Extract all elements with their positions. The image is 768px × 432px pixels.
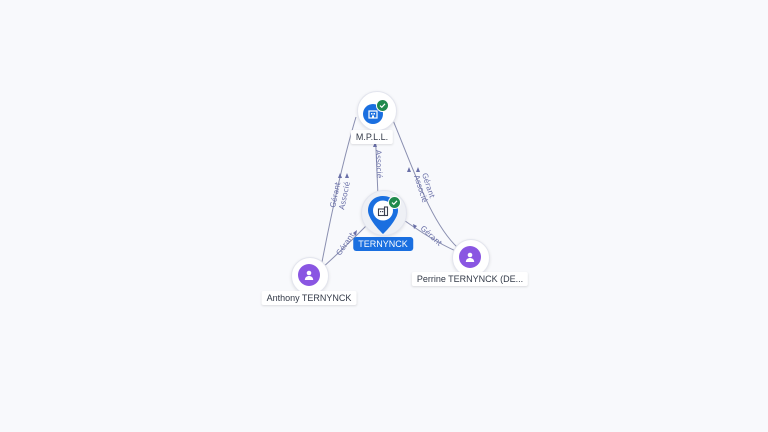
edge-arrow (413, 224, 417, 229)
person-icon (298, 264, 320, 286)
edge-label-associe: Associé (374, 150, 384, 179)
node-label[interactable]: M.P.L.L. (350, 130, 394, 144)
edge-arrow (345, 173, 349, 178)
edge-arrow (416, 167, 420, 172)
edge-arrow (338, 173, 342, 178)
person-icon (459, 246, 481, 268)
node-label[interactable]: TERNYNCK (353, 237, 413, 251)
company-building-icon (377, 206, 389, 217)
node-label[interactable]: Perrine TERNYNCK (DE... (411, 272, 529, 286)
edge-perrine-mpll (391, 117, 459, 249)
edge-label-gerant: Gérant (419, 224, 444, 248)
node-label[interactable]: Anthony TERNYNCK (261, 291, 357, 305)
edge-arrow (373, 142, 377, 147)
verified-check-icon (376, 99, 389, 112)
edge-arrow (353, 230, 357, 236)
verified-check-icon (388, 196, 401, 209)
edge-arrow (407, 167, 411, 172)
